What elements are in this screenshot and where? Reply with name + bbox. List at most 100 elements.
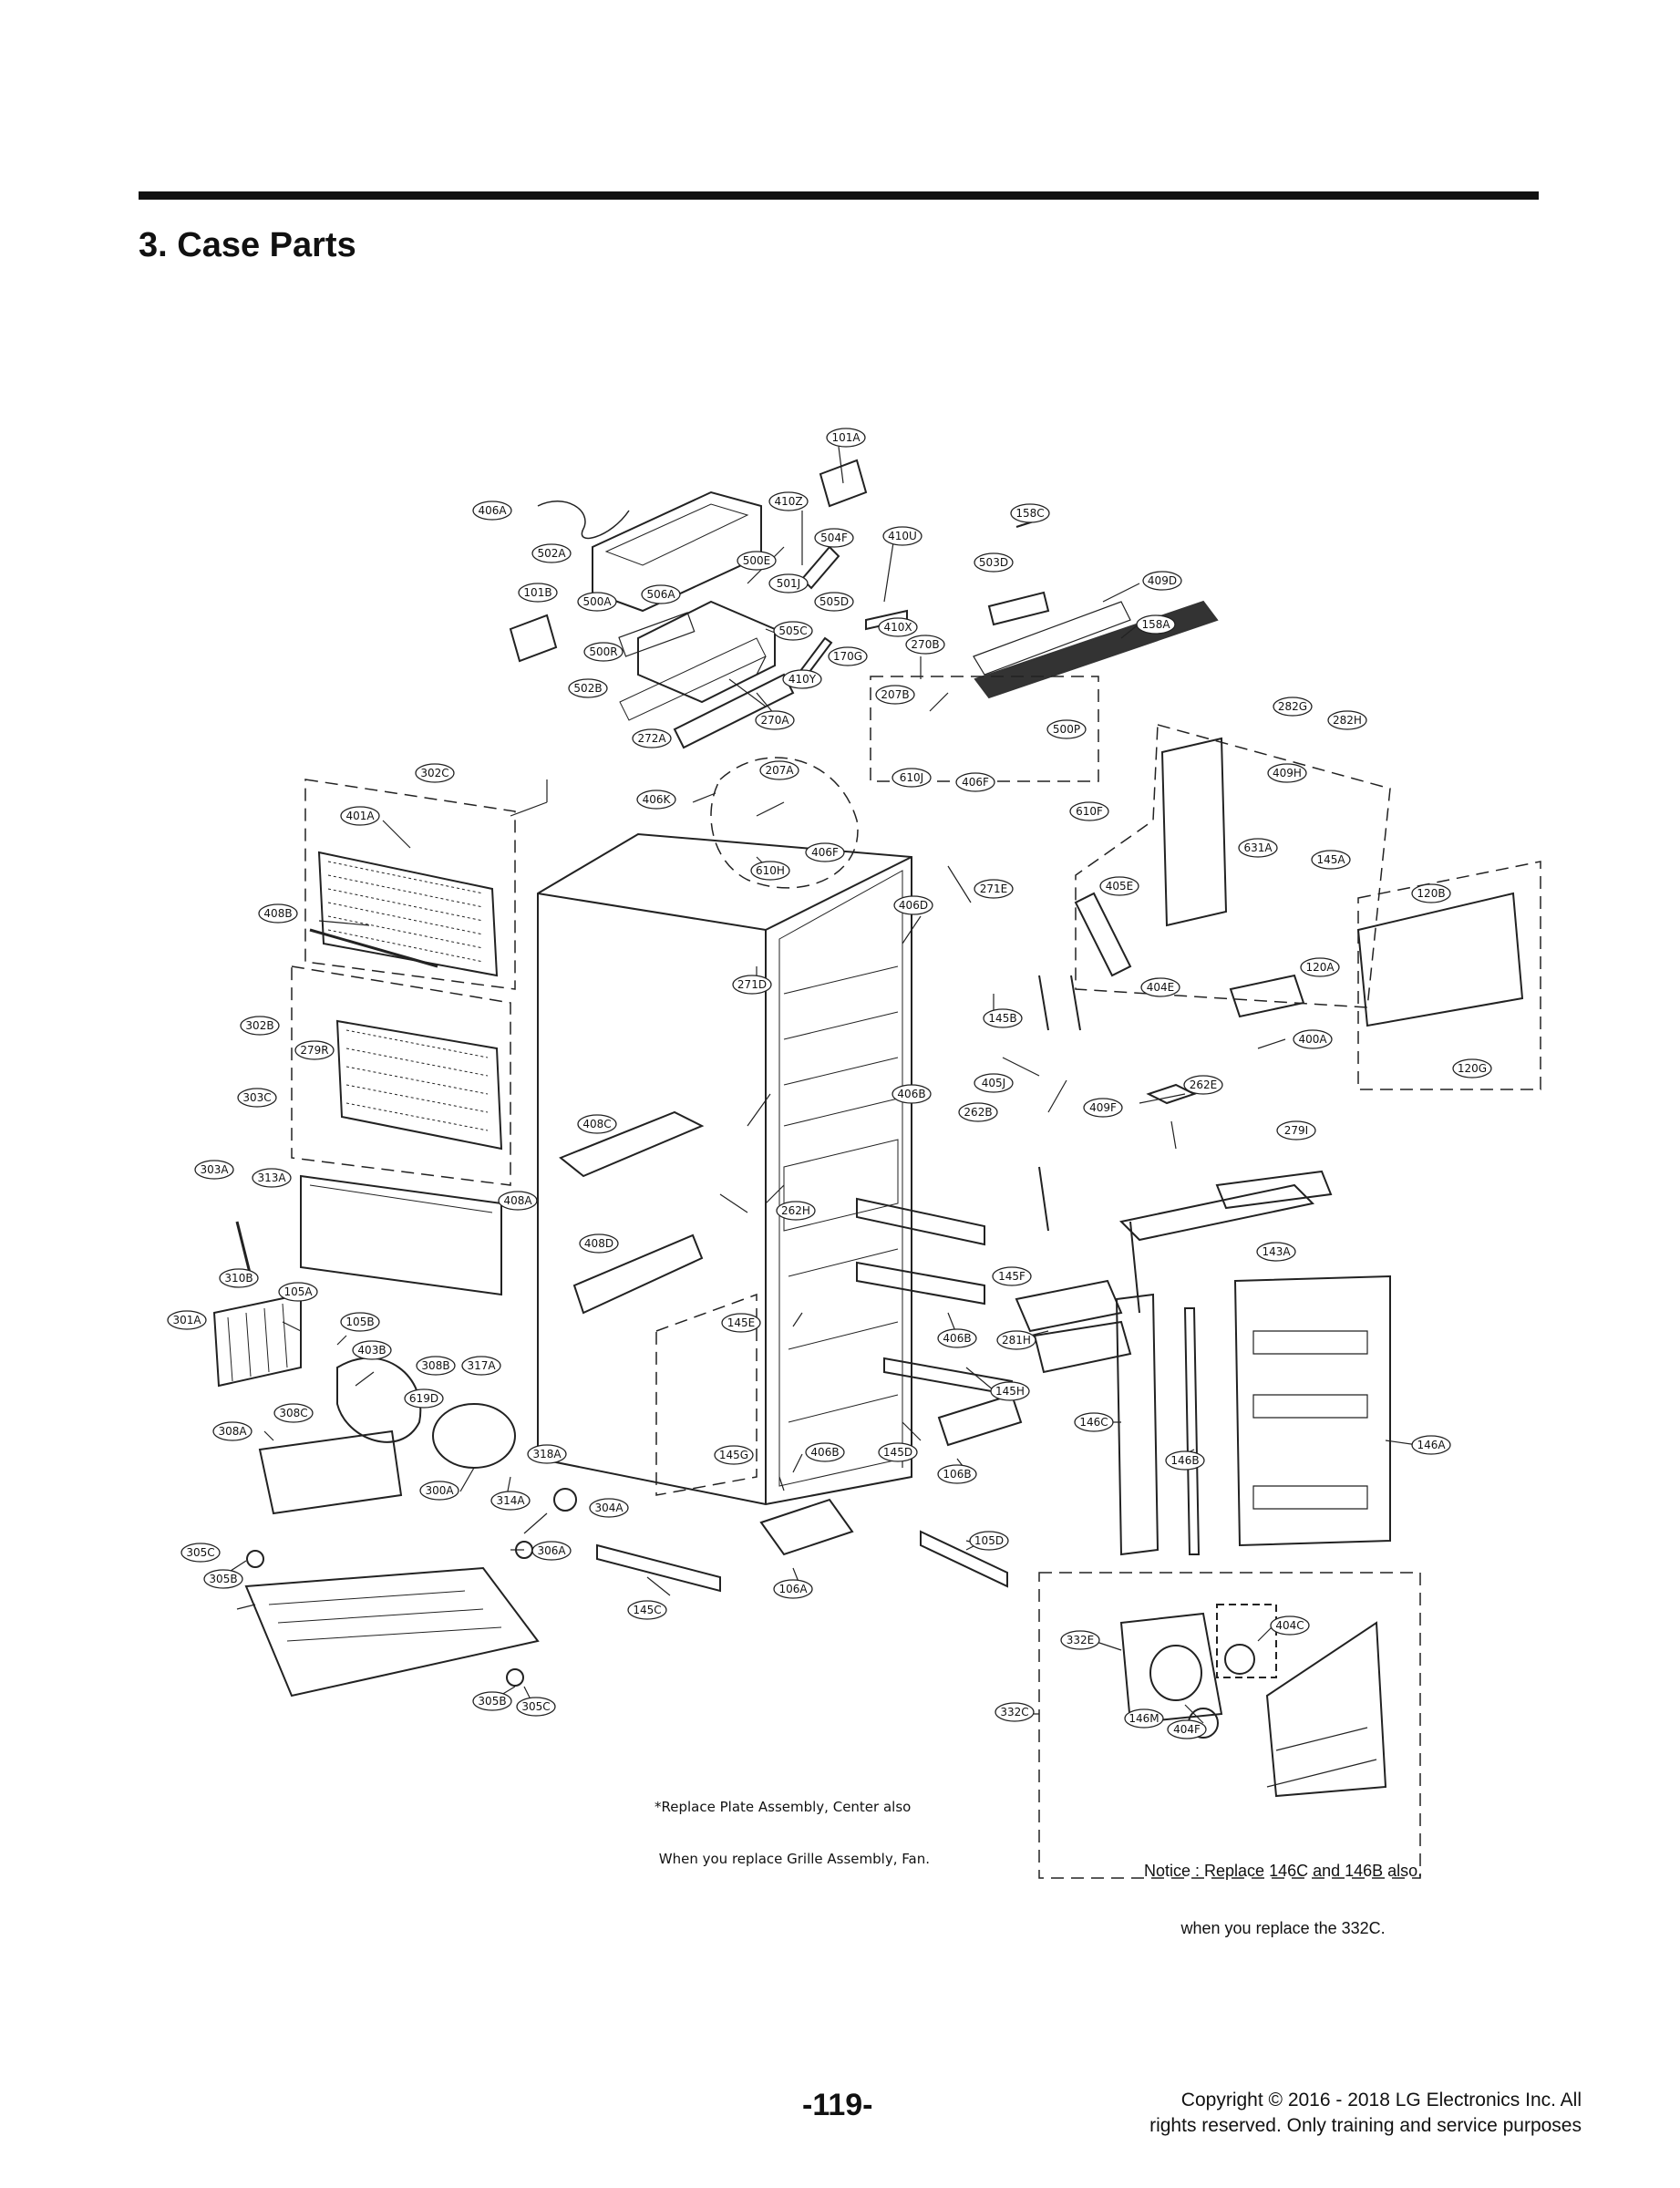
callout-oval [1238,838,1278,858]
notice-line-1: Notice : Replace 146C and 146B also, [1144,1862,1423,1880]
callout-oval [1327,710,1367,730]
callout-oval [568,678,608,698]
part-callout-405e: 405E [1099,876,1139,896]
part-callout-146c: 146C [1074,1412,1114,1432]
callout-label: 406F [811,846,839,859]
callout-label: 270A [760,714,789,727]
door-frame-146a-drawing [1233,1275,1391,1547]
callout-oval [1273,697,1313,717]
callout-oval [992,1266,1032,1286]
callout-label: 406B [943,1332,971,1345]
part-callout-207a: 207A [759,760,799,780]
callout-oval [1074,1412,1114,1432]
callout-label: 281H [1002,1334,1031,1347]
part-callout-279i: 279I [1276,1120,1316,1140]
callout-oval [415,763,455,783]
callout-label: 305C [521,1700,550,1713]
part-callout-405j: 405J [974,1073,1014,1093]
copyright: Copyright © 2016 - 2018 LG Electronics I… [1149,2088,1582,2139]
callout-label: 262B [964,1106,992,1119]
callout-label: 146B [1170,1454,1199,1467]
part-callout-305b: 305B [203,1569,243,1589]
callout-label: 301A [172,1314,201,1326]
callout-label: 146A [1417,1439,1446,1451]
callout-label: 101A [831,431,861,444]
callout-oval [531,1541,572,1561]
callout-label: 500P [1053,723,1080,736]
callout-oval [750,861,790,881]
part-callout-502b: 502B [568,678,608,698]
callout-label: 332E [1067,1634,1095,1646]
evaporator-lower-drawing [335,1019,503,1151]
callout-label: 318A [532,1448,562,1460]
part-callout-410y: 410Y [782,669,822,689]
callout-label: 410U [888,530,917,542]
part-callout-308a: 308A [212,1421,253,1441]
part-callout-409f: 409F [1083,1098,1123,1118]
part-callout-308c: 308C [273,1403,314,1423]
part-callout-313a: 313A [252,1168,292,1188]
callout-oval [352,1340,392,1360]
callout-label: 406F [962,776,989,789]
part-callout-610j: 610J [892,768,932,788]
callout-oval [995,1702,1035,1722]
callout-label: 305B [478,1695,506,1708]
part-callout-120g: 120G [1452,1058,1492,1079]
part-callout-310b: 310B [219,1268,259,1288]
callout-label: 610H [756,864,785,877]
callout-label: 408D [584,1237,613,1250]
part-callout-506a: 506A [641,584,681,604]
callout-oval [1099,876,1139,896]
part-callout-631a: 631A [1238,838,1278,858]
callout-oval [416,1356,456,1376]
part-callout-403b: 403B [352,1340,392,1360]
callout-oval [1411,1435,1451,1455]
callout-oval [905,635,945,655]
callout-label: 207A [765,764,794,777]
callout-oval [1124,1708,1164,1729]
callout-oval [636,790,676,810]
part-callout-300a: 300A [419,1481,459,1501]
callout-oval [498,1191,538,1211]
callout-oval [983,1008,1023,1028]
callout-oval [203,1569,243,1589]
callout-oval [1300,957,1340,977]
part-callout-314a: 314A [490,1491,531,1511]
copyright-line-1: Copyright © 2016 - 2018 LG Electronics I… [1180,2090,1582,2111]
callout-oval [1010,503,1050,523]
part-callout-105d: 105D [969,1531,1009,1551]
callout-label: 272A [637,732,666,745]
part-callout-410u: 410U [882,526,922,546]
part-callout-282g: 282G [1273,697,1313,717]
callout-oval [1267,763,1307,783]
part-callout-262h: 262H [776,1201,816,1221]
callout-label: 279I [1284,1124,1308,1137]
part-callout-302b: 302B [240,1016,280,1036]
callout-oval [773,621,813,641]
footnote-line-2: When you replace Grille Assembly, Fan. [654,1851,930,1867]
callout-label: 262E [1190,1079,1218,1091]
page-number: -119- [802,2088,873,2122]
part-callout-105b: 105B [340,1312,380,1332]
callout-label: 408C [582,1118,611,1130]
callout-oval [1293,1029,1333,1049]
callout-label: 317A [467,1359,496,1372]
part-callout-281h: 281H [996,1330,1036,1350]
part-callout-318a: 318A [527,1444,567,1464]
callout-oval [1142,571,1182,591]
callout-oval [814,592,854,612]
part-callout-306a: 306A [531,1541,572,1561]
part-callout-120b: 120B [1411,883,1451,903]
callout-label: 300A [425,1484,454,1497]
part-callout-262b: 262B [958,1102,998,1122]
callout-oval [577,592,617,612]
callout-oval [737,551,777,571]
part-callout-145h: 145H [990,1381,1030,1401]
callout-oval [340,1312,380,1332]
part-callout-101a: 101A [826,428,866,448]
callout-oval [773,1579,813,1599]
part-callout-304a: 304A [589,1498,629,1518]
part-callout-401a: 401A [340,806,380,826]
part-callout-272a: 272A [632,728,672,748]
